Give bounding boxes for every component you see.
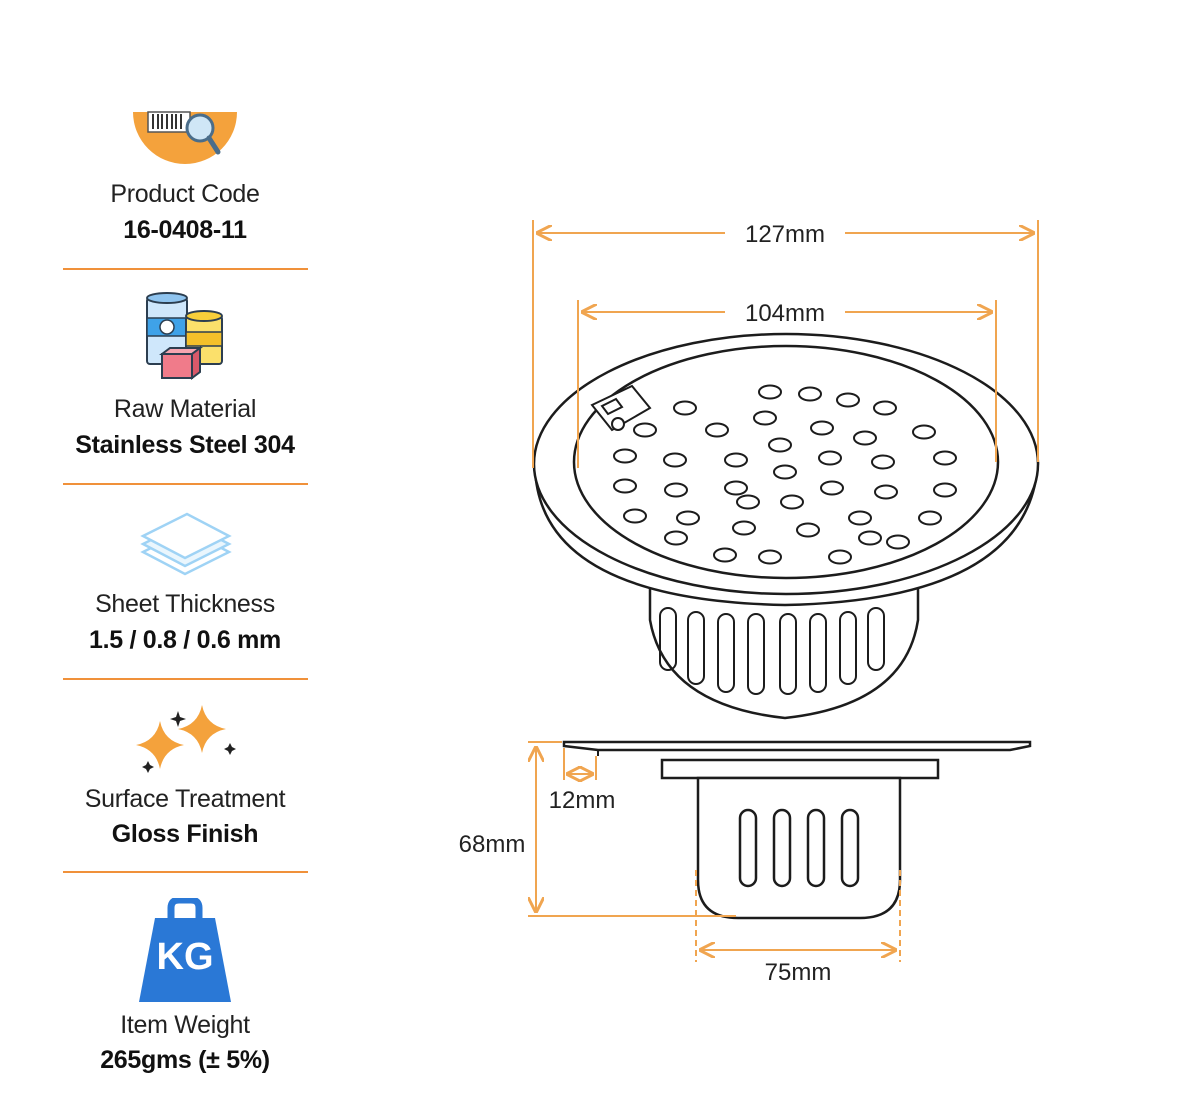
dimension-body-width-label: 75mm [765, 959, 832, 986]
dimension-flange-height [563, 748, 597, 780]
strainer-slots [659, 607, 885, 695]
spec-value: 265gms (± 5%) [100, 1046, 270, 1074]
grate-hole [836, 392, 860, 408]
grate-hole [713, 547, 737, 563]
spec-label: Item Weight [120, 1011, 250, 1039]
grate-hole [633, 422, 657, 438]
drain-top-view [532, 332, 1040, 720]
grate-hole [768, 437, 792, 453]
spec-label: Surface Treatment [84, 785, 286, 813]
grate-hole [664, 482, 688, 498]
grate-hole [820, 480, 844, 496]
grate-hole [623, 508, 647, 524]
grate-hole [828, 549, 852, 565]
grate-hole [613, 478, 637, 494]
spec-surface-treatment: Surface Treatment Gloss Finish [60, 700, 310, 870]
divider [63, 871, 308, 873]
grate-hole [796, 522, 820, 538]
grate-hole [873, 400, 897, 416]
grate-hole [780, 494, 804, 510]
side-strainer-slots [738, 808, 860, 888]
grate-hole [753, 410, 777, 426]
grate-hole [705, 422, 729, 438]
weight-icon: KG [137, 896, 233, 1006]
spec-item-weight: KG Item Weight 265gms (± 5%) [60, 895, 310, 1085]
weight-badge: KG [156, 936, 214, 978]
spec-product-code: Product Code 16-0408-11 [60, 100, 310, 270]
divider [63, 268, 308, 270]
grate-hole [848, 510, 872, 526]
grate-hole [886, 534, 910, 550]
dimension-outer-width [532, 220, 1039, 468]
grate-hole [810, 420, 834, 436]
raw-material-icon [140, 290, 230, 385]
dimension-body-width [695, 870, 901, 962]
grate-hole [871, 454, 895, 470]
grate-hole [798, 386, 822, 402]
dimension-total-height [528, 741, 736, 917]
grate-hole [663, 452, 687, 468]
spec-label: Product Code [110, 180, 260, 208]
grate-hole [853, 430, 877, 446]
spec-value: Stainless Steel 304 [75, 431, 295, 459]
grate-lock-clip [590, 384, 652, 432]
spec-value: 1.5 / 0.8 / 0.6 mm [89, 626, 281, 654]
grate-hole [724, 452, 748, 468]
grate-hole [858, 530, 882, 546]
grate-hole [912, 424, 936, 440]
spec-sheet-thickness: Sheet Thickness 1.5 / 0.8 / 0.6 mm [60, 505, 310, 680]
grate-hole [736, 494, 760, 510]
dimension-inner-width-label: 104mm [745, 300, 825, 327]
grate-hole [933, 450, 957, 466]
sheet-layers-icon [135, 510, 235, 580]
dimension-flange-height-label: 12mm [549, 787, 616, 814]
grate-hole [724, 480, 748, 496]
sparkle-icon [130, 705, 240, 780]
grate-hole [818, 450, 842, 466]
grate-holes [613, 384, 957, 565]
divider [63, 483, 308, 485]
grate-hole [874, 484, 898, 500]
dimension-outer-width-label: 127mm [745, 221, 825, 248]
dimension-total-height-label: 68mm [459, 831, 526, 858]
spec-value: Gloss Finish [111, 820, 259, 848]
grate-hole [664, 530, 688, 546]
grate-hole [758, 384, 782, 400]
barcode-search-icon [130, 108, 240, 178]
grate-hole [758, 549, 782, 565]
dimension-inner-width [577, 300, 997, 468]
grate-hole [773, 464, 797, 480]
spec-label: Sheet Thickness [95, 590, 275, 618]
grate-hole [933, 482, 957, 498]
grate-hole [918, 510, 942, 526]
drain-side-view [562, 740, 1032, 920]
drain-dimension-diagram: 127mm 104mm 68mm 12mm [459, 220, 1040, 986]
spec-value: 16-0408-11 [123, 216, 247, 244]
spec-raw-material: Raw Material Stainless Steel 304 [60, 290, 310, 480]
grate-hole [676, 510, 700, 526]
spec-label: Raw Material [113, 395, 257, 423]
grate-hole [732, 520, 756, 536]
divider [63, 678, 308, 680]
grate-hole [613, 448, 637, 464]
grate-hole [673, 400, 697, 416]
